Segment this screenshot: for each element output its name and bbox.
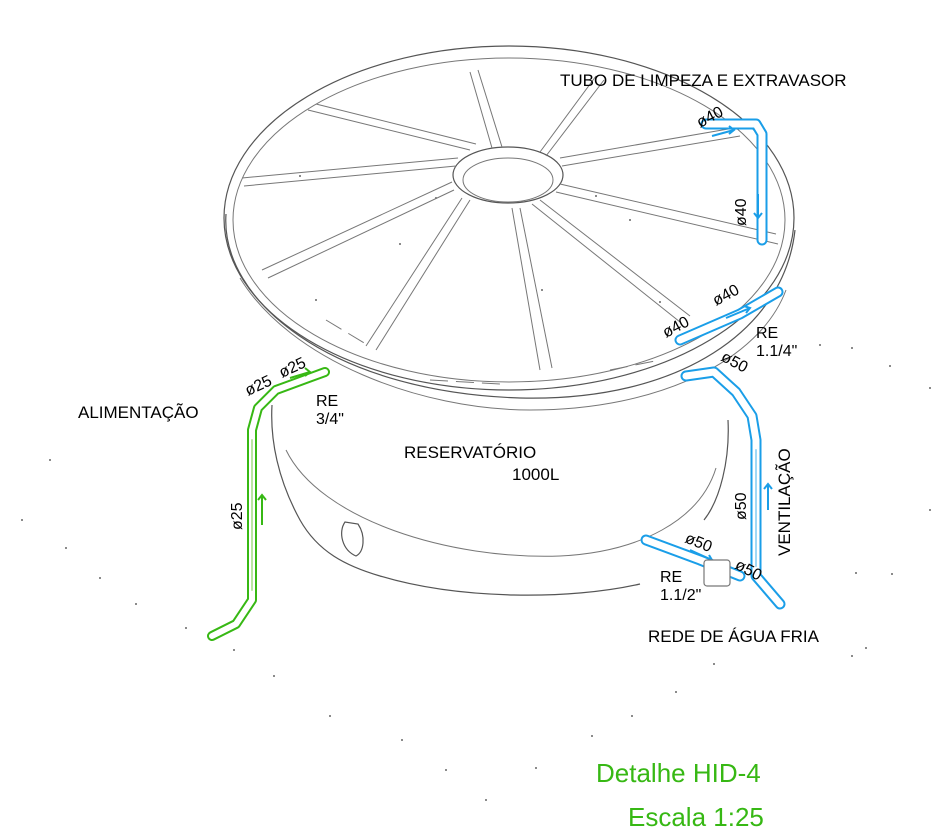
label-reservoir: RESERVATÓRIO	[404, 443, 536, 462]
label-re-supply-2: 3/4"	[316, 411, 344, 428]
label-re-overflow-1: RE	[756, 325, 778, 342]
tank-lid-rim	[223, 45, 795, 391]
tank-lid-lower-bevel	[225, 213, 796, 399]
ventilation-flow-arrow	[763, 482, 773, 510]
diameter-d40-down: ø40	[733, 198, 750, 226]
background-dots	[21, 175, 931, 801]
label-re-overflow-2: 1.1/4"	[756, 343, 797, 360]
overflow-flow-arrow-top	[711, 125, 736, 137]
tank-body-band	[285, 449, 717, 557]
label-supply: ALIMENTAÇÃO	[78, 403, 199, 422]
diameter-d40-side-right: ø40	[710, 282, 742, 310]
overflow-flow-arrow-side	[725, 305, 752, 319]
label-ventilation: VENTILAÇÃO	[775, 448, 794, 556]
supply-flow-arrow	[257, 493, 267, 525]
label-capacity: 1000L	[512, 465, 559, 484]
supply-inlet-arrow	[289, 367, 312, 379]
tank-body-right-side	[703, 419, 729, 521]
label-re-outlet-1: RE	[660, 569, 682, 586]
outlet-pipe	[640, 366, 786, 610]
overflow-pipe	[674, 118, 784, 346]
tank-lid-hub	[452, 146, 564, 204]
overflow-flow-arrow-down	[753, 194, 763, 220]
tank-lid-hub-inner	[462, 157, 554, 203]
diameter-d50-vertical: ø50	[733, 492, 750, 520]
tank-body-left-side	[271, 404, 381, 577]
water-tank	[223, 45, 796, 596]
scale-label: Escala 1:25	[628, 802, 764, 828]
tank-lid-band	[239, 277, 787, 411]
label-cleaning-overflow: TUBO DE LIMPEZA E EXTRAVASOR	[560, 71, 847, 90]
label-re-outlet-2: 1.1/2"	[660, 587, 701, 604]
diameter-d50-outlet: ø50	[718, 349, 750, 377]
tank-body-bottom	[379, 575, 641, 596]
outlet-valve	[703, 559, 731, 587]
tank-lid-ribs	[241, 69, 779, 371]
label-re-supply-1: RE	[316, 393, 338, 410]
tank-hidden-edge	[325, 319, 661, 385]
tank-drain-hole	[341, 521, 364, 557]
tank-lid-inner-rim	[232, 57, 786, 383]
label-cold-water: REDE DE ÁGUA FRIA	[648, 627, 820, 646]
detail-title: Detalhe HID-4	[596, 758, 761, 788]
supply-pipe	[207, 367, 330, 641]
diameter-d25-vertical: ø25	[229, 502, 246, 530]
